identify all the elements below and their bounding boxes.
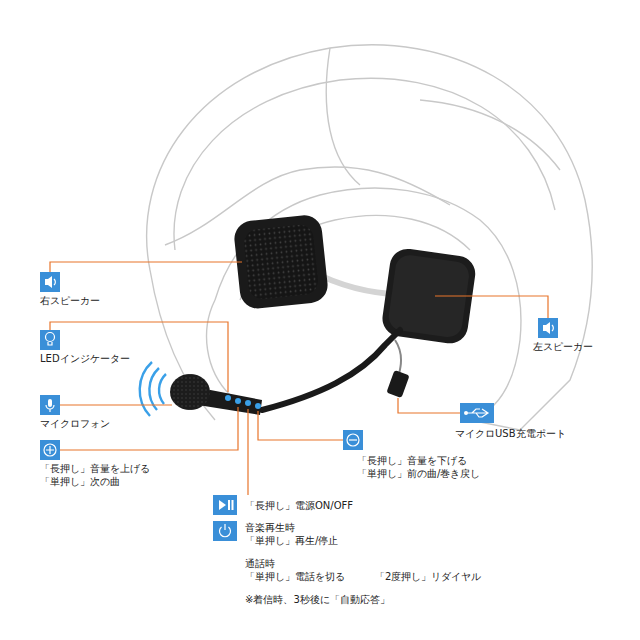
callout-label: マイクロフォン bbox=[40, 418, 110, 430]
callout-label: 音楽再生時 bbox=[245, 522, 295, 534]
callout-label: 左スピーカー bbox=[533, 341, 593, 353]
callout-label: ※着信時、3秒後に「自動応答」 bbox=[245, 594, 390, 606]
callout-label: 「2度押し」リダイヤル bbox=[375, 571, 481, 583]
callout-label: 「長押し」音量を下げる bbox=[357, 455, 467, 467]
callout-label: 「単押し」前の曲/巻き戻し bbox=[357, 468, 480, 480]
callout-label: 右スピーカー bbox=[40, 295, 100, 307]
callout-label: LEDインジケーター bbox=[40, 353, 130, 365]
callout-label: 「長押し」音量を上げる bbox=[40, 463, 150, 475]
callout-label: 「単押し」次の曲 bbox=[40, 476, 120, 488]
callout-label: マイクロUSB充電ポート bbox=[455, 428, 566, 440]
callout-label: 通話時 bbox=[245, 558, 275, 570]
callout-label: 「単押し」再生/停止 bbox=[245, 535, 338, 547]
callout-label: 「長押し」電源ON/OFF bbox=[245, 500, 353, 512]
callout-label: 「単押し」電話を切る bbox=[245, 571, 345, 583]
